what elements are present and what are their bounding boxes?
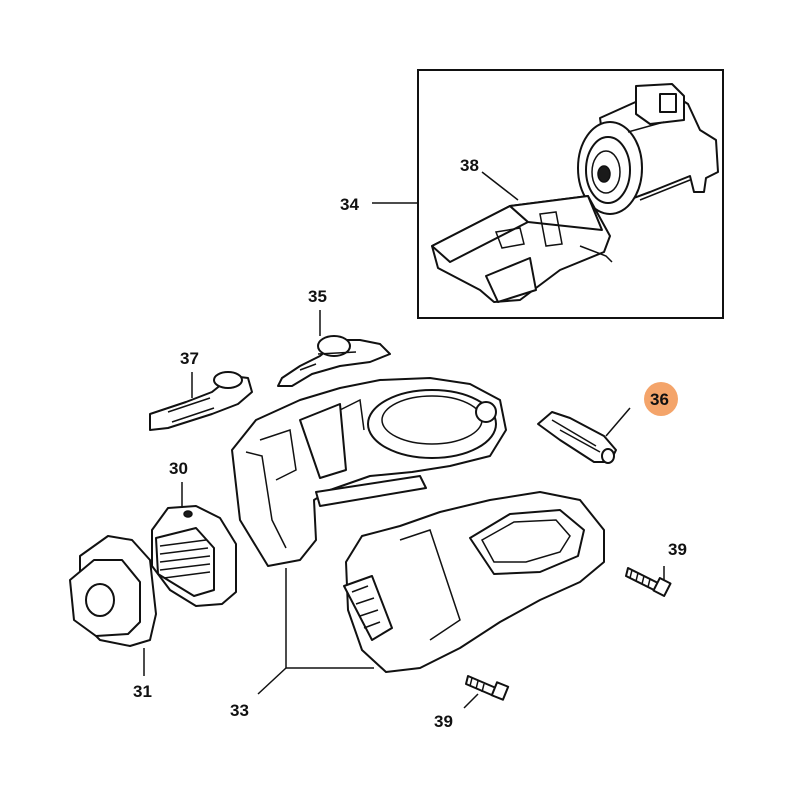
leader-36: [605, 407, 631, 437]
label-35: 35: [308, 287, 327, 306]
label-37: 37: [180, 349, 199, 368]
label-34: 34: [340, 195, 359, 214]
label-39-bottom: 39: [434, 712, 453, 731]
part-31-cover: [69, 535, 157, 647]
label-30: 30: [169, 459, 188, 478]
part-33-lower-housing: [343, 491, 605, 673]
motor-part: [577, 83, 719, 215]
inset-box: [417, 69, 724, 319]
label-31: 31: [133, 682, 152, 701]
highlight-badge-36: [644, 382, 678, 416]
leader-38: [481, 171, 519, 201]
part-36-clip: [537, 411, 617, 464]
part-37-latch: [149, 371, 253, 431]
leader-39-bottom: [463, 693, 479, 709]
part-35-switch: [277, 335, 391, 387]
label-33: 33: [230, 701, 249, 720]
part-30-filter: [151, 505, 237, 607]
label-38: 38: [460, 156, 479, 175]
screw-39-bottom: [465, 675, 510, 701]
label-39-right: 39: [668, 540, 687, 559]
part-33-upper-housing: [231, 377, 507, 567]
leader-33: [257, 667, 287, 695]
screw-39-right: [625, 567, 672, 597]
part-38-holder: [431, 195, 613, 303]
label-36: 36: [650, 390, 669, 409]
